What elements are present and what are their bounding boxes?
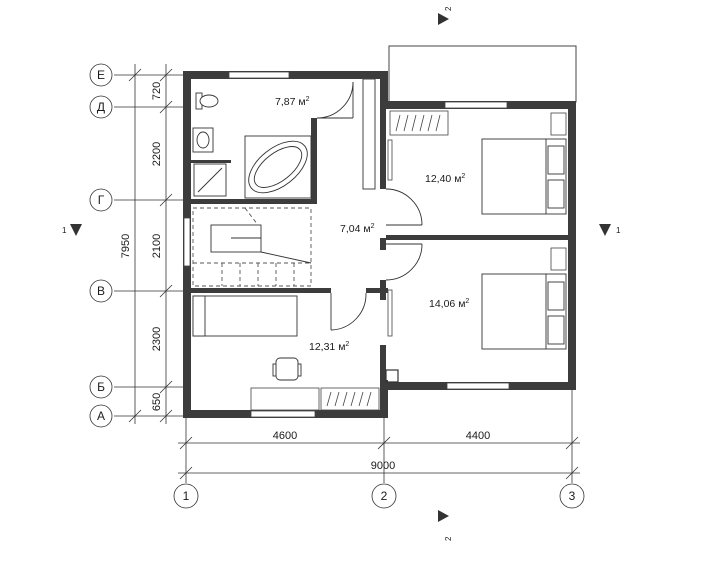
closet-mid — [387, 289, 393, 337]
staircase — [192, 207, 312, 287]
axis-label-row-e: Е — [97, 68, 105, 82]
nightstand-mid — [550, 247, 567, 271]
dim-v-650: 650 — [151, 393, 163, 411]
vertical-dimension-lines — [128, 64, 173, 424]
dim-v-total: 7950 — [120, 234, 132, 258]
nightstand-top — [550, 112, 567, 136]
area-hall: 7,04 м2 — [340, 223, 375, 235]
desk-chair — [272, 357, 302, 381]
dim-v-720: 720 — [151, 82, 163, 100]
axis-label-row-a: А — [97, 409, 105, 423]
wardrobe-study — [320, 387, 380, 411]
section-marker-bottom: 2 — [438, 510, 453, 541]
axis-label-col-1: 1 — [183, 489, 190, 503]
area-bedroom-top: 12,40 м2 — [425, 173, 465, 185]
column-axis-labels: 1 2 3 — [183, 489, 576, 503]
axis-label-row-b: Б — [97, 380, 105, 394]
balcony-outline — [388, 45, 577, 103]
sofa-bed — [192, 295, 298, 337]
bathtub — [244, 135, 312, 199]
row-axis-labels: Е Д Г В Б А — [97, 68, 105, 423]
section-marker-top: 2 — [438, 6, 453, 25]
area-bedroom-mid: 14,06 м2 — [429, 298, 469, 310]
axis-label-col-3: 3 — [569, 489, 576, 503]
section-label-left: 1 — [62, 226, 67, 235]
exterior-walls — [183, 71, 576, 418]
dim-h-4600: 4600 — [273, 430, 297, 442]
axis-label-row-d: Д — [97, 100, 105, 114]
dim-h-4400: 4400 — [466, 430, 490, 442]
dim-v-2200: 2200 — [151, 142, 163, 166]
closet-top — [387, 139, 393, 181]
area-study: 12,31 м2 — [309, 341, 349, 353]
section-label-right: 1 — [616, 226, 621, 235]
horizontal-dimension-values: 4600 4400 9000 — [273, 430, 490, 472]
bath-niche-wall — [191, 160, 231, 163]
sink — [192, 127, 214, 153]
wardrobe-top — [389, 110, 449, 136]
axis-label-col-2: 2 — [381, 489, 388, 503]
section-marker-left: 1 — [62, 224, 82, 236]
section-label-top: 2 — [444, 6, 453, 11]
dim-v-2300: 2300 — [151, 327, 163, 351]
row-axes — [89, 63, 183, 428]
area-bathroom: 7,87 м2 — [275, 96, 310, 108]
bed-top — [481, 138, 567, 215]
column-axes — [173, 390, 585, 509]
desk — [250, 387, 320, 411]
shower — [193, 163, 227, 197]
dim-h-total: 9000 — [371, 460, 395, 472]
axis-label-row-v: В — [97, 284, 105, 298]
section-label-bottom: 2 — [444, 536, 453, 541]
section-marker-right: 1 — [599, 224, 621, 236]
interior-walls — [191, 78, 568, 385]
dim-v-2100: 2100 — [151, 234, 163, 258]
column-small — [385, 369, 399, 383]
toilet — [195, 92, 219, 110]
axis-label-row-g: Г — [98, 193, 105, 207]
horizontal-dimension-lines — [178, 436, 580, 480]
room-areas: 7,87 м2 7,04 м2 12,40 м2 14,06 м2 12,31 … — [275, 96, 469, 353]
vertical-dimension-values: 720 2200 2100 2300 650 7950 — [120, 82, 163, 411]
doors — [316, 81, 423, 331]
bed-mid — [481, 273, 567, 350]
windows — [183, 71, 510, 418]
